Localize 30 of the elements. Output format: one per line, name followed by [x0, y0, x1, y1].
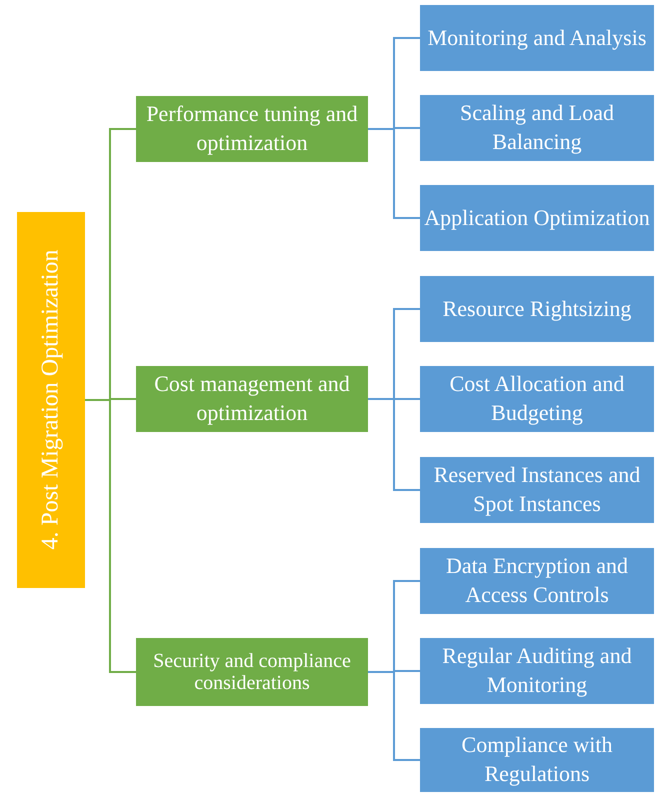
- leaf-box: [420, 638, 654, 704]
- leaf-box: [420, 457, 654, 523]
- branch-box: [136, 96, 368, 162]
- connector-line: [368, 128, 420, 219]
- box-label: Regular Auditing and Monitoring: [441, 642, 633, 699]
- box-label: Application Optimization: [423, 204, 651, 232]
- leaf-box: [420, 95, 654, 161]
- box-label: Cost Allocation and Budgeting: [448, 370, 626, 427]
- box-label: Security and compliance considerations: [152, 650, 352, 694]
- leaf-box: [420, 366, 654, 432]
- box-label: Scaling and Load Balancing: [459, 99, 615, 156]
- branch-box: [136, 638, 368, 706]
- leaf-box: [420, 276, 654, 342]
- leaf-box: [420, 728, 654, 792]
- box-label: Compliance with Regulations: [460, 731, 614, 788]
- connector-line: [368, 398, 420, 491]
- leaf-box: [420, 548, 654, 614]
- category-box: [17, 212, 85, 588]
- box-label: Reserved Instances and Spot Instances: [432, 461, 642, 518]
- connector-line: [368, 671, 420, 761]
- box-label: Cost management and optimization: [153, 370, 351, 427]
- leaf-box: [420, 185, 654, 251]
- leaf-box: [420, 5, 654, 71]
- connector-line: [85, 399, 136, 673]
- box-label: Data Encryption and Access Controls: [444, 552, 630, 609]
- branch-box: [136, 366, 368, 432]
- box-label: Monitoring and Analysis: [426, 24, 648, 52]
- box-label: Resource Rightsizing: [442, 294, 632, 323]
- box-label: Performance tuning and optimization: [145, 100, 359, 157]
- box-label: 4. Post Migration Optimization: [36, 250, 64, 550]
